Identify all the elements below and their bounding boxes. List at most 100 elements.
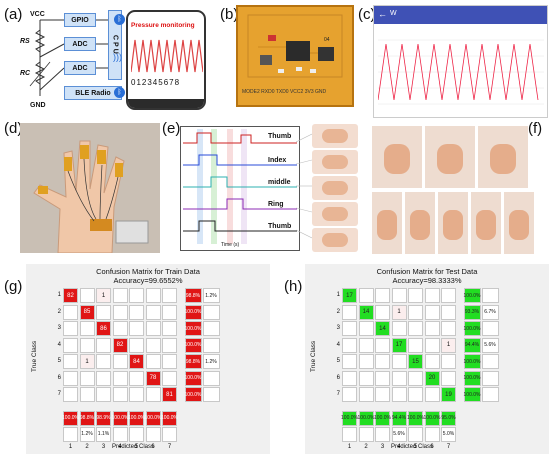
col-error-cell (112, 426, 128, 442)
back-arrow-icon: ← (378, 9, 387, 19)
col-percent-cell: 100.0% (145, 410, 161, 426)
board-traces (247, 14, 343, 78)
gesture-thumbnail-4 (312, 202, 358, 226)
matrix-cell (162, 288, 177, 303)
matrix-cell (162, 354, 177, 369)
row-error-cell: 5.6% (481, 337, 499, 353)
matrix-cell (408, 321, 423, 336)
matrix-cell (129, 321, 144, 336)
gesture-thumbnail-2 (312, 150, 358, 174)
matrix-cell (145, 354, 161, 369)
matrix-cell (391, 321, 407, 336)
x-tick-label: 6 (430, 443, 434, 450)
row-error-cell (202, 370, 220, 386)
matrix-offdiag-cell: 1 (391, 304, 407, 320)
matrix-cell (145, 304, 161, 320)
y-tick-label: 5 (336, 358, 340, 364)
cpu-box: CPU (108, 10, 122, 80)
matrix-cell (129, 370, 144, 386)
panel-label-h: (h) (284, 278, 303, 295)
row-error-cell (202, 321, 220, 336)
row-error-cell: 1.2% (202, 288, 220, 303)
gesture-photo-6 (438, 192, 468, 254)
col-percent-cell: 100.0% (374, 410, 391, 426)
matrix-cell (424, 354, 440, 369)
x-tick-label: 7 (446, 443, 451, 450)
row-percent-cell: 98.8% (184, 354, 202, 369)
circuit-board-photo: MODE2 RXD0 TXD0 VCC2 3V3 GND 04 (236, 5, 354, 107)
matrix-cell (375, 387, 390, 402)
matrix-cell (129, 387, 144, 402)
matrix-diagonal-cell: 17 (342, 288, 357, 303)
matrix-cell (162, 370, 177, 386)
matrix-cell (79, 321, 95, 336)
gesture-timeline-chart: Thumb Index middle Ring Thumb Time (s) (180, 126, 300, 251)
panel-label-f: (f) (528, 120, 543, 137)
matrix-cell (358, 288, 374, 303)
pressure-waveform (131, 39, 203, 73)
matrix-diagonal-cell: 15 (408, 354, 423, 369)
matrix-cell (424, 387, 440, 402)
gpio-box: GPIO (64, 13, 96, 27)
matrix-cell (408, 304, 423, 320)
y-tick-label: 2 (57, 308, 61, 315)
circuit-diagram: VCC GND RS RC GPIO ADC ADC CPU BLE Radio… (0, 0, 230, 115)
matrix-cell (96, 370, 111, 386)
x-tick-label: 2 (364, 443, 368, 450)
gesture-thumbnail-5 (312, 228, 358, 252)
panel-label-e: (e) (162, 120, 181, 137)
col-error-cell: 5.6% (391, 426, 407, 442)
timeline-traces (183, 129, 297, 244)
circuit-wires (29, 19, 108, 96)
app-toolbar: ← W (374, 6, 547, 24)
row-percent-cell: 94.4% (463, 337, 481, 353)
matrix-cell (112, 387, 128, 402)
board-silkscreen: MODE2 RXD0 TXD0 VCC2 3V3 GND (242, 89, 327, 95)
row-error-cell (481, 354, 499, 369)
matrix-cell (358, 321, 374, 336)
gesture-photo-8 (504, 192, 534, 254)
trace-label-middle: middle (267, 179, 292, 186)
matrix-cell (63, 370, 78, 386)
matrix-diagonal-cell: 20 (424, 370, 440, 386)
matrix-cell (145, 321, 161, 336)
x-tick-label: 1 (347, 443, 352, 450)
col-percent-cell: 100.0% (358, 410, 374, 426)
y-tick-label: 7 (336, 391, 340, 397)
matrix-cell (342, 337, 357, 353)
matrix-cell (408, 370, 423, 386)
matrix-cell (342, 321, 357, 336)
x-axis-label: Predicted Class (112, 444, 155, 450)
col-percent-cell: 98.9% (96, 410, 111, 426)
hand-illustration (33, 140, 149, 253)
row-error-cell (481, 370, 499, 386)
gesture-photo-5 (405, 192, 435, 254)
matrix-cell (358, 387, 374, 402)
matrix-cell (129, 337, 144, 353)
row-percent-cell: 100.0% (463, 321, 481, 336)
matrix-cell (408, 288, 423, 303)
bluetooth-icon: ᛒ (114, 87, 125, 98)
col-error-cell (145, 426, 161, 442)
row-percent-cell: 100.0% (184, 387, 202, 402)
matrix-cell (112, 304, 128, 320)
matrix-cell (129, 304, 144, 320)
matrix-cell (424, 304, 440, 320)
trace-label-thumb-2: Thumb (267, 223, 293, 230)
matrix-title: Confusion Matrix for Test Data (376, 267, 478, 276)
col-percent-cell: 95.0% (441, 410, 456, 426)
confusion-matrix-test: Confusion Matrix for Test Data Accuracy=… (305, 264, 549, 454)
matrix-cell (358, 370, 374, 386)
y-tick-label: 3 (336, 325, 340, 331)
x-tick-label: 2 (85, 443, 89, 450)
ble-radio-box: BLE Radio (64, 86, 122, 100)
x-tick-label: 3 (101, 443, 106, 450)
matrix-cell (79, 288, 95, 303)
matrix-cell (375, 304, 390, 320)
row-error-cell (202, 387, 220, 402)
col-error-cell (162, 426, 177, 442)
matrix-accuracy: Accuracy=99.6552% (113, 276, 183, 285)
matrix-cell (96, 387, 111, 402)
adc-box-2: ADC (64, 61, 96, 75)
